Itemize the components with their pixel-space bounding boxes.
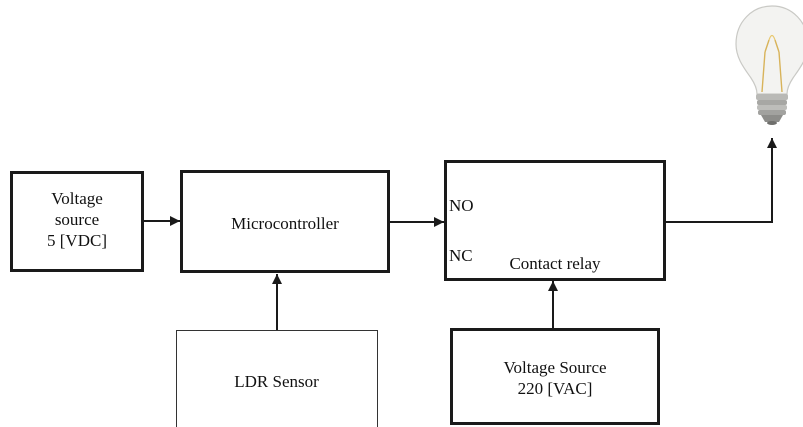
microcontroller-label: Microcontroller xyxy=(231,214,339,233)
ldr-sensor-label: LDR Sensor xyxy=(234,372,319,391)
microcontroller-block: Microcontroller xyxy=(180,170,390,273)
voltage-source-ac-block: Voltage Source 220 [VAC] xyxy=(450,328,660,425)
arrow-relay-to-lamp xyxy=(666,138,777,223)
voltage-source-dc-block: Voltage source 5 [VDC] xyxy=(10,171,144,272)
contact-relay-block: NO NC Contact relay xyxy=(444,160,666,281)
light-bulb-icon xyxy=(735,5,803,125)
contact-relay-label: Contact relay xyxy=(509,254,601,273)
voltage-source-dc-label: Voltage source 5 [VDC] xyxy=(47,189,107,250)
ldr-sensor-block: LDR Sensor xyxy=(176,330,378,427)
voltage-source-ac-label: Voltage Source 220 [VAC] xyxy=(503,358,607,398)
relay-no-label: NO xyxy=(449,196,474,215)
relay-nc-label: NC xyxy=(449,246,473,265)
